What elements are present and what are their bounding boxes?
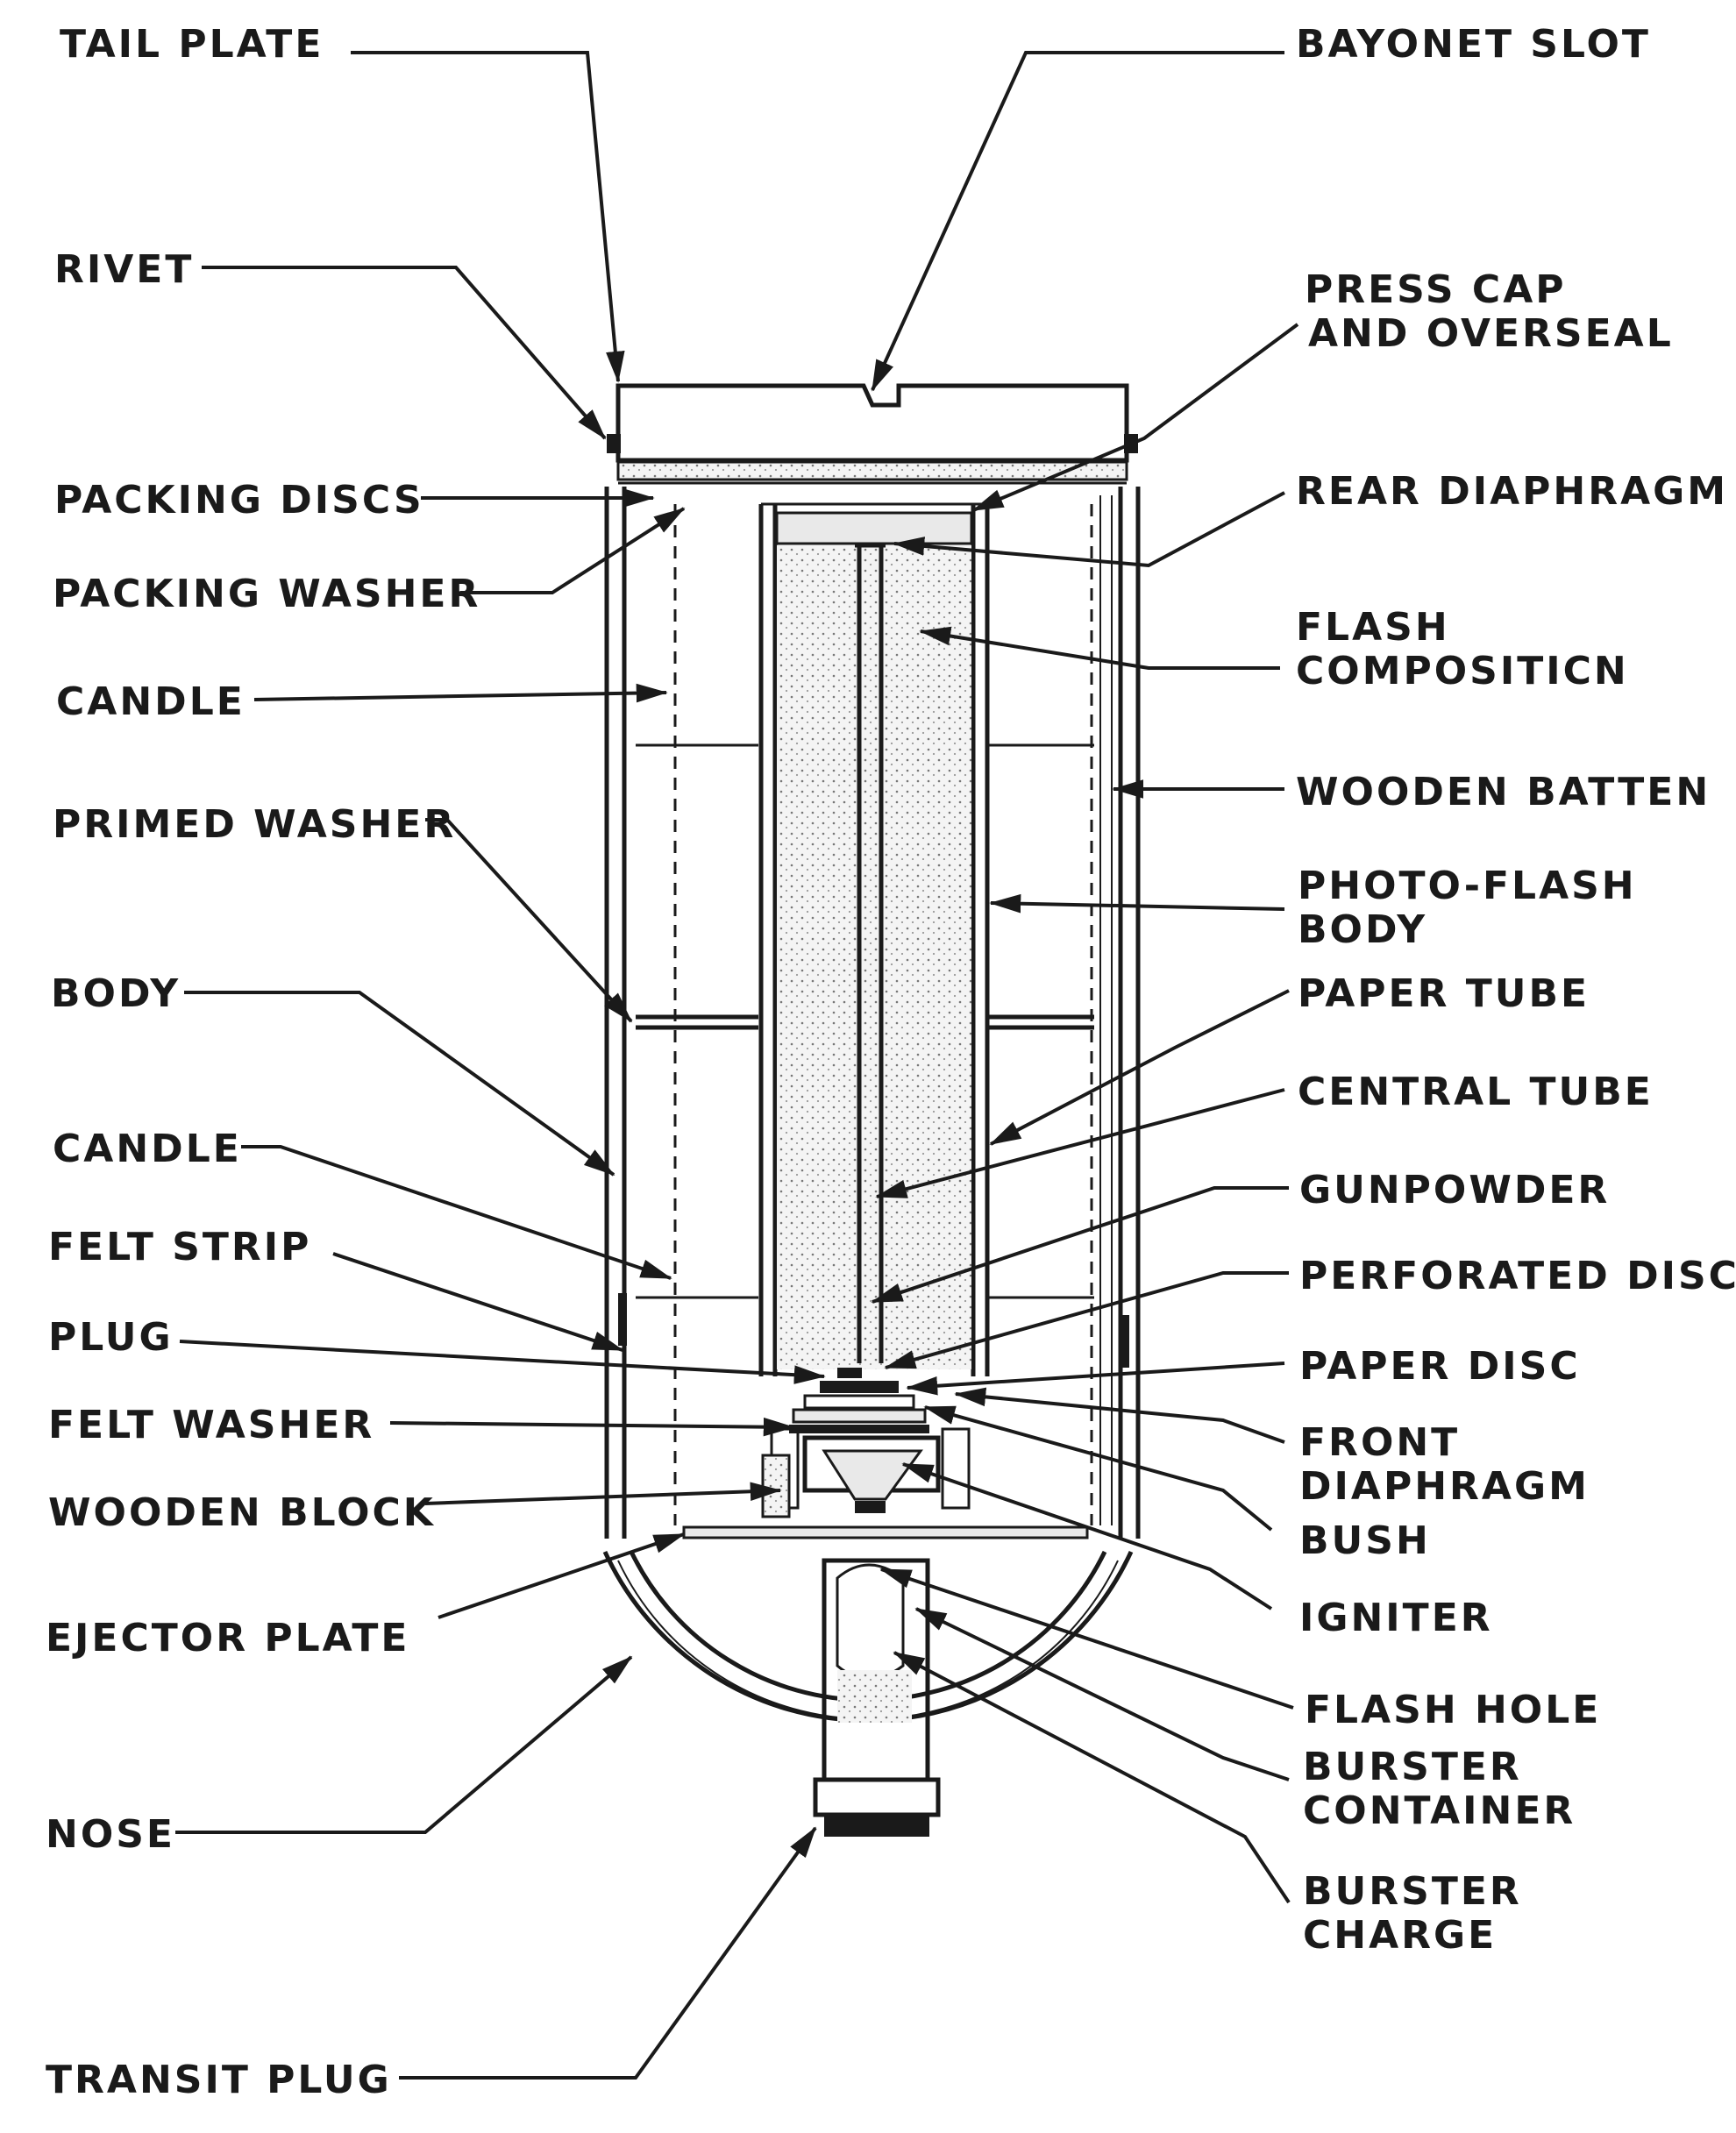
label-body: BODY (51, 971, 181, 1016)
label-packing-discs: PACKING DISCS (54, 478, 424, 523)
label-front-diaphragm-line2: DIAPHRAGM (1299, 1464, 1590, 1509)
label-flash-composition-line2: COMPOSITICN (1296, 649, 1629, 693)
label-press-cap-line2: AND OVERSEAL (1308, 311, 1674, 356)
rear-diaphragm-shape (775, 511, 973, 545)
felt-strip-shape (618, 1293, 1129, 1368)
label-central-tube: CENTRAL TUBE (1298, 1070, 1654, 1114)
label-bush: BUSH (1299, 1518, 1431, 1563)
label-plug: PLUG (48, 1315, 174, 1360)
label-photo-flash-body-line2: BODY (1298, 907, 1427, 952)
wooden-block-shape (761, 1454, 791, 1518)
label-rivet: RIVET (54, 247, 194, 292)
label-burster-charge-line2: CHARGE (1303, 1913, 1497, 1958)
shell-drawing (602, 383, 1141, 1837)
label-photo-flash-body-line1: PHOTO-FLASH (1298, 864, 1637, 908)
label-nose: NOSE (46, 1812, 175, 1857)
label-packing-washer: PACKING WASHER (53, 572, 480, 616)
label-candle-lower: CANDLE (53, 1127, 242, 1171)
label-paper-tube: PAPER TUBE (1298, 971, 1590, 1016)
labels-left: TAIL PLATE RIVET PACKING DISCS PACKING W… (46, 22, 480, 2102)
label-burster-container-line2: CONTAINER (1303, 1788, 1576, 1833)
label-bayonet-slot: BAYONET SLOT (1296, 22, 1651, 67)
label-igniter: IGNITER (1299, 1596, 1493, 1640)
label-burster-container-line1: BURSTER (1303, 1745, 1522, 1789)
label-flash-hole: FLASH HOLE (1305, 1688, 1601, 1732)
label-felt-strip: FELT STRIP (48, 1225, 311, 1269)
tail-plate-shape (607, 383, 1138, 463)
photo-flash-body-shape (758, 502, 990, 1376)
packing-discs-shape (616, 460, 1128, 481)
label-candle-upper: CANDLE (56, 679, 245, 724)
label-wooden-block: WOODEN BLOCK (48, 1490, 436, 1535)
label-burster-charge-line1: BURSTER (1303, 1869, 1522, 1914)
leaders-right (871, 51, 1299, 1904)
ejector-plate-shape (682, 1525, 1089, 1539)
label-ejector-plate: EJECTOR PLATE (46, 1616, 409, 1660)
label-paper-disc: PAPER DISC (1299, 1344, 1581, 1389)
leaders-left (175, 51, 826, 2080)
central-tube-shape (855, 543, 886, 1363)
label-flash-composition-line1: FLASH (1296, 605, 1450, 650)
label-wooden-batten: WOODEN BATTEN (1296, 770, 1711, 814)
label-rear-diaphragm: REAR DIAPHRAGM (1296, 469, 1728, 514)
label-tail-plate: TAIL PLATE (60, 22, 324, 67)
label-press-cap-line1: PRESS CAP (1305, 267, 1567, 312)
label-transit-plug: TRANSIT PLUG (46, 2058, 392, 2102)
label-perforated-disc: PERFORATED DISC (1299, 1254, 1736, 1298)
label-felt-washer: FELT WASHER (48, 1403, 374, 1447)
labels-right: BAYONET SLOT PRESS CAP AND OVERSEAL REAR… (1296, 22, 1736, 1958)
label-front-diaphragm-line1: FRONT (1299, 1420, 1460, 1465)
label-primed-washer: PRIMED WASHER (53, 802, 456, 847)
burster-container-shape (813, 1558, 941, 1837)
label-gunpowder: GUNPOWDER (1299, 1168, 1610, 1212)
front-assembly-shape (770, 1368, 971, 1513)
wooden-batten-shape (1099, 495, 1113, 1525)
flash-composition-shape (777, 545, 971, 1369)
candle-shapes (636, 743, 1094, 1299)
